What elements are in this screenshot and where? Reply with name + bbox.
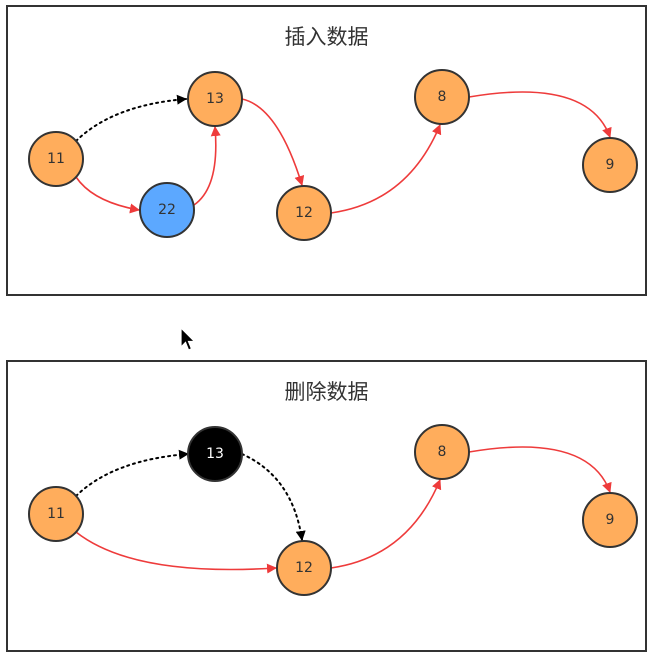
link-n22-n13 [193,126,221,206]
node-label-12: 12 [295,560,313,576]
node-circle-22 [139,182,195,238]
link-n11-n22 [75,176,140,214]
node-circle-12 [276,185,332,241]
node-circle-9 [582,492,638,548]
link-n11-n13 [75,94,187,142]
delete-panel: 删除数据 11 13 12 8 9 [6,360,647,652]
delete-panel-title: 删除数据 [284,380,369,404]
node-12: 12 [276,185,332,241]
node-8: 8 [414,424,470,480]
node-label-13: 13 [206,91,224,107]
node-circle-8 [414,424,470,480]
node-label-8: 8 [438,89,447,105]
node-13: 13 [187,71,243,127]
node-label-12: 12 [295,205,313,221]
node-11: 11 [28,131,84,187]
link-n12-n8 [330,124,442,214]
node-11: 11 [28,486,84,542]
node-22: 22 [139,182,195,238]
node-label-22: 22 [158,202,176,218]
delete-diagram: 11 13 12 8 9 [28,424,638,596]
link-n8-n9 [468,446,612,493]
link-n13-n12 [241,453,306,541]
node-label-11: 11 [47,151,65,167]
node-9: 9 [582,137,638,193]
node-circle-9 [582,137,638,193]
node-label-9: 9 [606,512,615,528]
insert-diagram: 11 13 22 12 8 9 [28,69,638,241]
link-n11-n12 [75,531,277,574]
node-label-13: 13 [206,446,224,462]
node-circle-11 [28,131,84,187]
mouse-pointer-icon [180,327,196,351]
link-n12-n8 [330,479,442,569]
node-label-8: 8 [438,444,447,460]
link-n13-n12 [241,98,305,186]
insert-panel-title: 插入数据 [284,25,369,49]
node-circle-12 [276,540,332,596]
node-13: 13 [187,426,243,482]
node-circle-13 [187,71,243,127]
node-9: 9 [582,492,638,548]
link-n11-n13 [75,449,189,497]
node-circle-8 [414,69,470,125]
node-circle-13 [187,426,243,482]
node-label-11: 11 [47,506,65,522]
link-n8-n9 [468,91,612,138]
node-8: 8 [414,69,470,125]
node-label-9: 9 [606,157,615,173]
node-12: 12 [276,540,332,596]
node-circle-11 [28,486,84,542]
insert-panel: 插入数据 11 13 22 12 8 9 [6,5,647,296]
